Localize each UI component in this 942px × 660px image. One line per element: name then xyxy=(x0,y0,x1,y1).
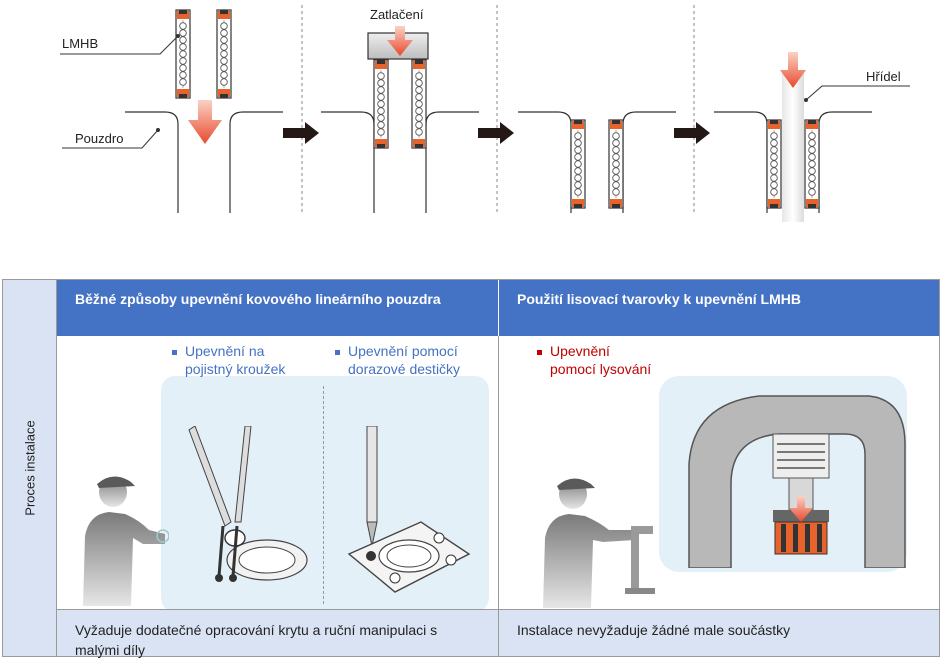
press-direction-arrow-icon xyxy=(789,496,813,522)
stopper-plate-icon xyxy=(347,426,471,593)
conventional-methods-panel: Upevnění na pojistný kroužek Upevnění po… xyxy=(57,336,499,612)
installation-comparison-table: Proces instalace Běžné způsoby upevnění … xyxy=(2,279,940,658)
method-press-fit: Upevnění pomocí lysování xyxy=(537,342,651,378)
shaft-arrow-icon xyxy=(780,52,806,88)
method-retaining-ring-line2: pojistný kroužek xyxy=(185,361,286,377)
method-stopper-plate-line1: Upevnění pomocí xyxy=(348,343,458,359)
conventional-footer-line1: Vyžaduje dodatečné opracování krytu a ru… xyxy=(75,622,438,638)
method-retaining-ring-line1: Upevnění na xyxy=(185,343,265,359)
label-zatlaceni: Zatlačení xyxy=(370,7,424,22)
label-lmhb: LMHB xyxy=(62,36,99,51)
lmhb-footer: Instalace nevyžaduje žádné male součástk… xyxy=(499,609,939,656)
installation-sequence-diagram xyxy=(60,5,910,222)
step-separators xyxy=(301,5,695,215)
shaft xyxy=(782,72,804,222)
method-press-fit-line2: pomocí lysování xyxy=(550,361,652,377)
side-header: Proces instalace xyxy=(3,280,57,656)
side-label: Proces instalace xyxy=(22,420,37,516)
retaining-ring-pliers-icon xyxy=(188,426,308,582)
next-step-arrow-icon xyxy=(674,122,710,144)
column-header-conventional: Běžné způsoby upevnění kovového lineární… xyxy=(57,280,499,336)
column-header-lmhb: Použití lisovací tvarovky k upevnění LMH… xyxy=(499,280,939,336)
press-arrow-icon xyxy=(387,26,413,56)
conventional-footer-line2: malými díly xyxy=(75,642,146,658)
lmhb-footer-line1: Instalace nevyžaduje žádné male součástk… xyxy=(517,622,791,638)
worker-with-press-icon xyxy=(543,478,655,608)
next-step-arrow-icon xyxy=(478,122,514,144)
method-stopper-plate: Upevnění pomocí dorazové destičky xyxy=(335,342,460,378)
method-press-fit-line1: Upevnění xyxy=(550,343,610,359)
label-pouzdro: Pouzdro xyxy=(75,131,124,146)
conventional-footer: Vyžaduje dodatečné opracování krytu a ru… xyxy=(57,609,499,658)
method-stopper-plate-line2: dorazové destičky xyxy=(348,361,461,377)
method-retaining-ring: Upevnění na pojistný kroužek xyxy=(172,342,285,378)
label-hridel: Hřídel xyxy=(866,69,901,84)
worker-silhouette-icon xyxy=(83,476,169,606)
step-4-shaft-inserted xyxy=(714,52,872,222)
insert-arrow-icon xyxy=(188,100,222,144)
lmhb-method-panel: Upevnění pomocí lysování xyxy=(499,336,939,609)
next-step-arrow-icon xyxy=(283,122,319,144)
step-2-press-in xyxy=(321,26,479,213)
step-3-bearing-installed xyxy=(518,111,676,213)
press-closeup-icon xyxy=(688,395,906,568)
step-1-bearing-above-housing xyxy=(125,9,283,213)
